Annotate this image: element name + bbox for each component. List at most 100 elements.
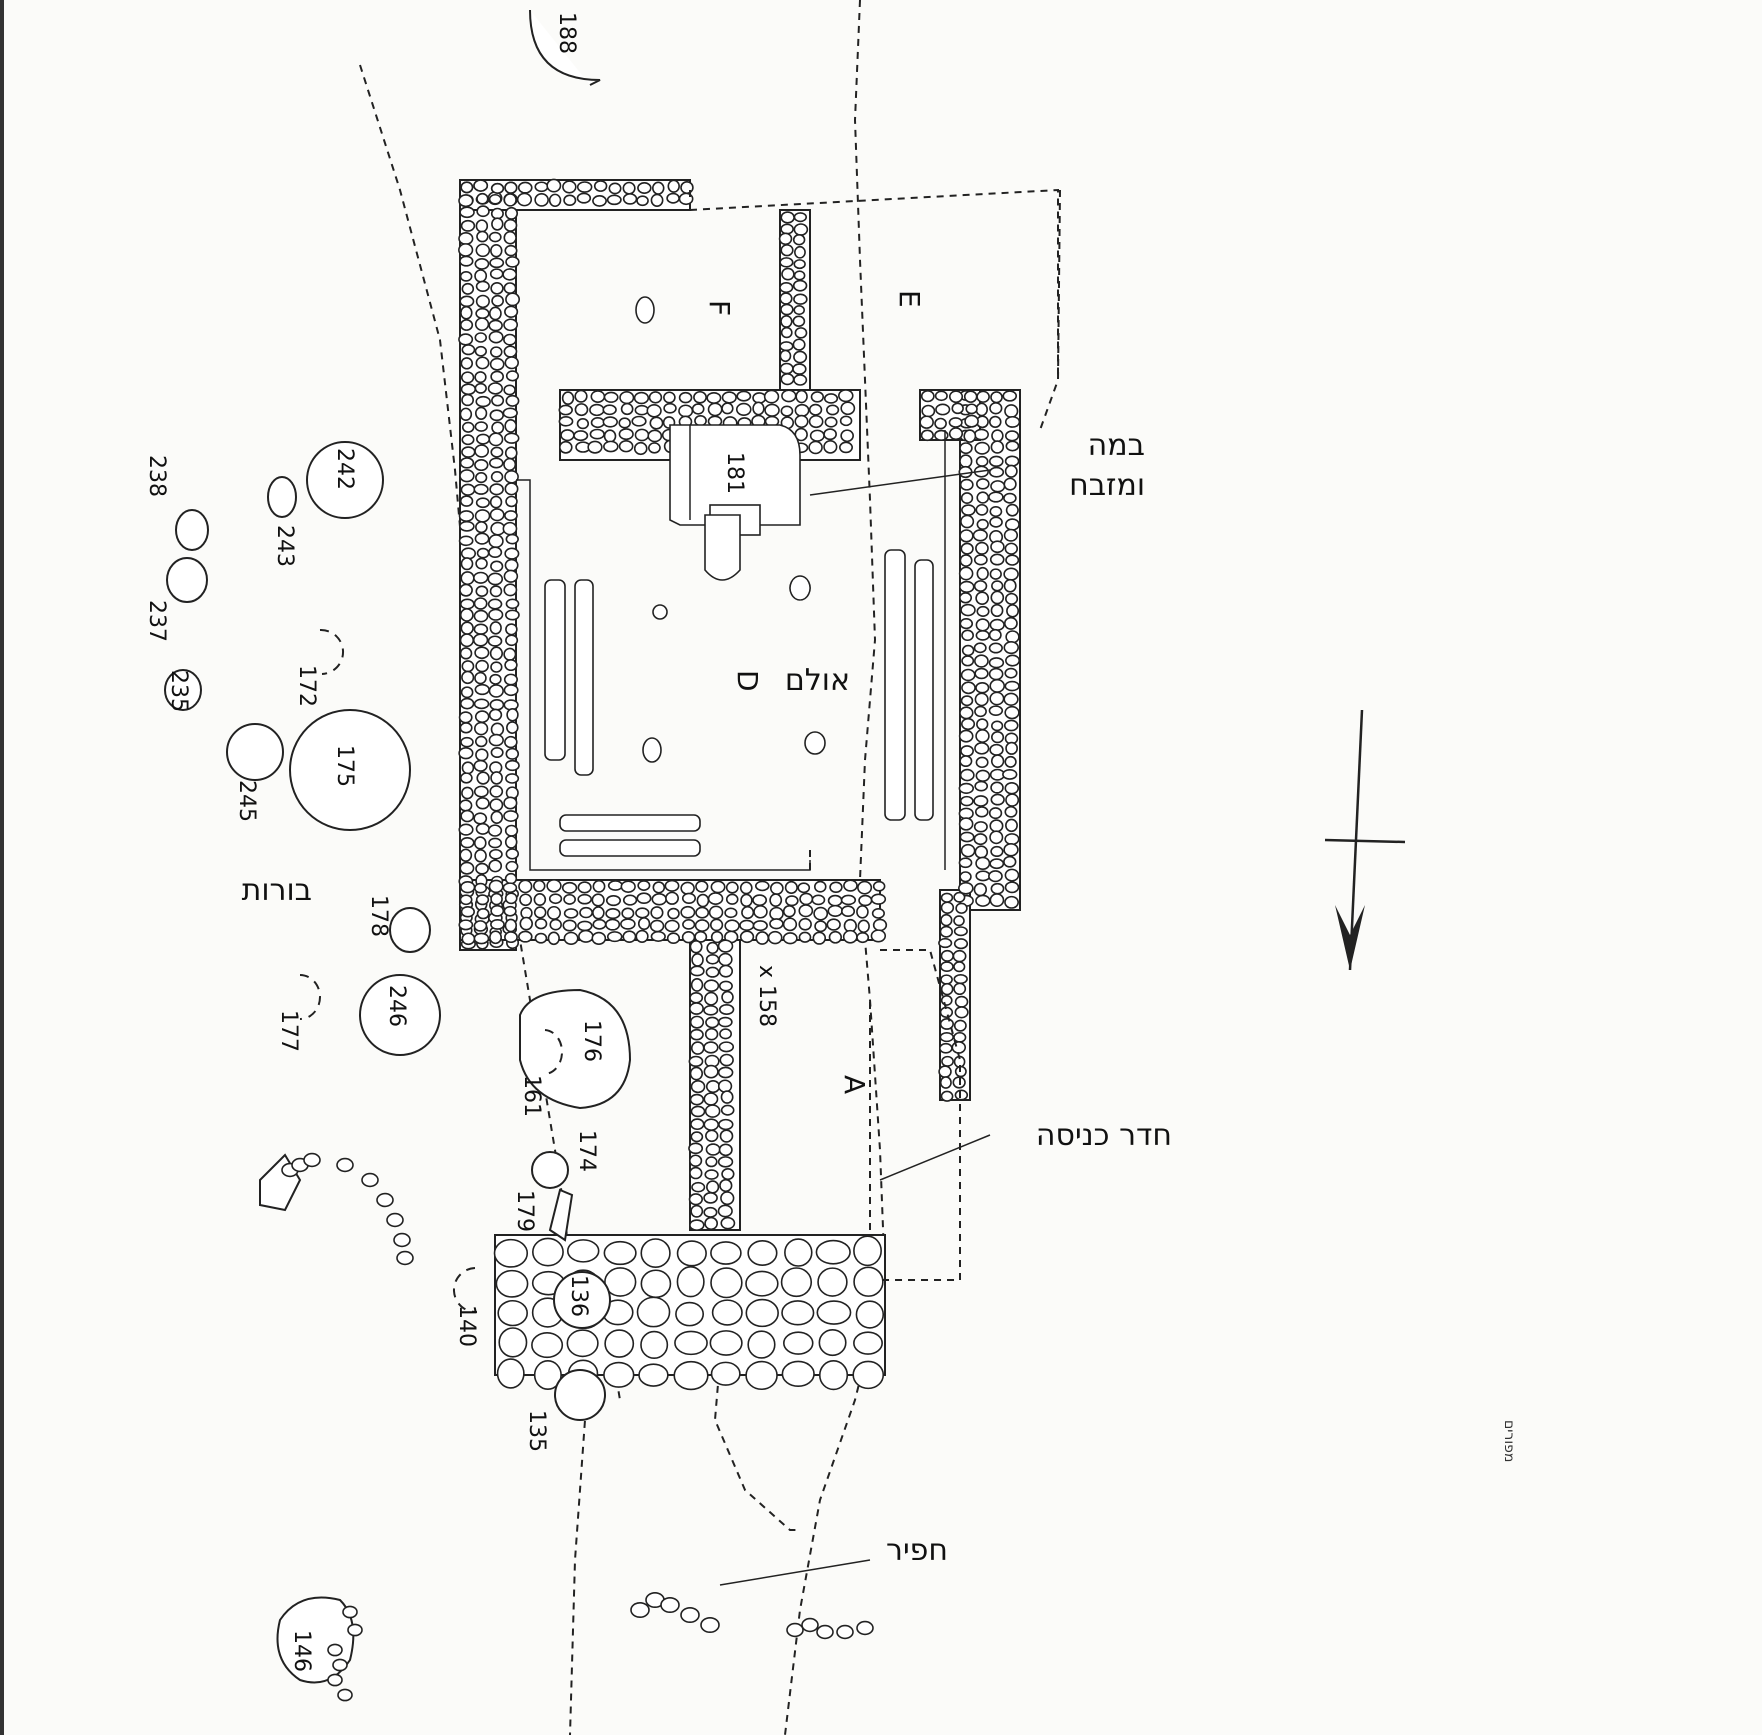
wall-stone [680, 905, 696, 919]
wall-stone [678, 391, 693, 404]
wall-stone [975, 541, 989, 555]
wall-stone [1005, 818, 1018, 833]
wall-stone [1004, 805, 1018, 818]
wall-stone [974, 667, 989, 680]
wall-stone [793, 374, 808, 386]
wall-stone [504, 206, 519, 220]
wall-stone [676, 1265, 705, 1298]
wall-stone [989, 553, 1005, 566]
feature-label-181: 181 [722, 452, 747, 494]
wall-stone [988, 415, 1002, 428]
wall-stone [792, 363, 807, 375]
wall-stone [991, 731, 1005, 744]
feature-label-238: 238 [144, 455, 169, 497]
wall-stone [704, 1169, 719, 1180]
chain-stone [336, 1157, 354, 1173]
wall-stone [958, 807, 974, 820]
wall-stone [673, 1360, 709, 1391]
wall-stone [475, 659, 489, 673]
wall-stone [459, 772, 473, 784]
wall-stone [920, 429, 934, 442]
wall-stone [991, 580, 1004, 592]
wall-stone [590, 417, 605, 429]
wall-stone [689, 1028, 704, 1041]
stone-texture [458, 178, 1021, 1391]
wall-stone [490, 446, 504, 458]
wall-stone [503, 384, 516, 396]
wall-stone [975, 894, 991, 907]
leader-hafir [719, 1559, 871, 1586]
pit-179 [548, 1188, 574, 1242]
wall-stone [696, 893, 710, 908]
wall-stone [1004, 667, 1018, 679]
wall-stone [988, 705, 1004, 717]
wall-stone [826, 404, 840, 416]
wall-stone [939, 1076, 952, 1089]
wall-stone [474, 509, 491, 523]
wall-stone [490, 810, 504, 824]
wall-stone [741, 905, 755, 920]
wall-stone [650, 906, 664, 920]
wall-stone [618, 440, 634, 453]
wall-stone [650, 930, 666, 942]
wall-stone [460, 219, 476, 232]
wall-stone [461, 282, 475, 295]
feature-label-140: 140 [454, 1305, 479, 1347]
wall-stone [767, 930, 783, 945]
wall-stone [488, 306, 502, 321]
wall-stone [474, 459, 489, 472]
wall-stone [475, 219, 489, 233]
wall-stone [988, 870, 1003, 883]
wall-stone [811, 894, 826, 906]
wall-stone [458, 333, 474, 346]
label-caption: מפורים [1501, 1420, 1517, 1462]
wall-stone [504, 892, 518, 905]
wall-stone [960, 542, 974, 555]
chain-stone [342, 1605, 358, 1619]
wall-stone [794, 327, 808, 339]
wall-stone [1003, 567, 1019, 581]
chain-stone [327, 1643, 343, 1657]
wall-stone [475, 294, 490, 309]
wall-stone [1004, 464, 1018, 478]
wall-stone [475, 280, 490, 292]
wall-stone [674, 1330, 708, 1356]
wall-stone [688, 1193, 703, 1206]
wall-stone [503, 684, 519, 697]
wall-stone [808, 414, 824, 429]
wall-stone [690, 1105, 706, 1118]
wall-stone [473, 609, 489, 623]
wall-stone [948, 390, 964, 404]
wall-stone [960, 668, 976, 682]
wall-stone [605, 894, 622, 907]
wall-stone [721, 402, 734, 415]
wall-stone [458, 535, 474, 547]
wall-stone [460, 371, 475, 384]
wall-stone [689, 1066, 704, 1081]
wall-stone [740, 893, 753, 908]
wall-stone [505, 747, 520, 760]
wall-stone [1004, 781, 1020, 795]
wall-stone [689, 1219, 705, 1231]
wall-stone [475, 797, 490, 810]
wall-stone [793, 270, 806, 281]
wall-stone [792, 233, 806, 246]
wall-stone [604, 1267, 637, 1297]
wall-stone [954, 995, 969, 1008]
wall-stone [975, 682, 990, 694]
wall-stone [940, 961, 954, 973]
wall-stone [489, 346, 503, 358]
building-walls [459, 179, 1021, 1376]
wall-stone [634, 404, 650, 416]
wall-stone [576, 181, 593, 193]
wall-stone [779, 362, 794, 375]
wall-stone [620, 402, 634, 416]
wall-stone [779, 292, 793, 305]
wall-stone [490, 904, 505, 917]
wall-stone [689, 1015, 705, 1029]
wall-stone [589, 428, 605, 440]
wall-stone [763, 389, 780, 404]
wall-stone [703, 979, 720, 992]
wall-stone [780, 223, 794, 235]
wall-stone [779, 341, 794, 352]
